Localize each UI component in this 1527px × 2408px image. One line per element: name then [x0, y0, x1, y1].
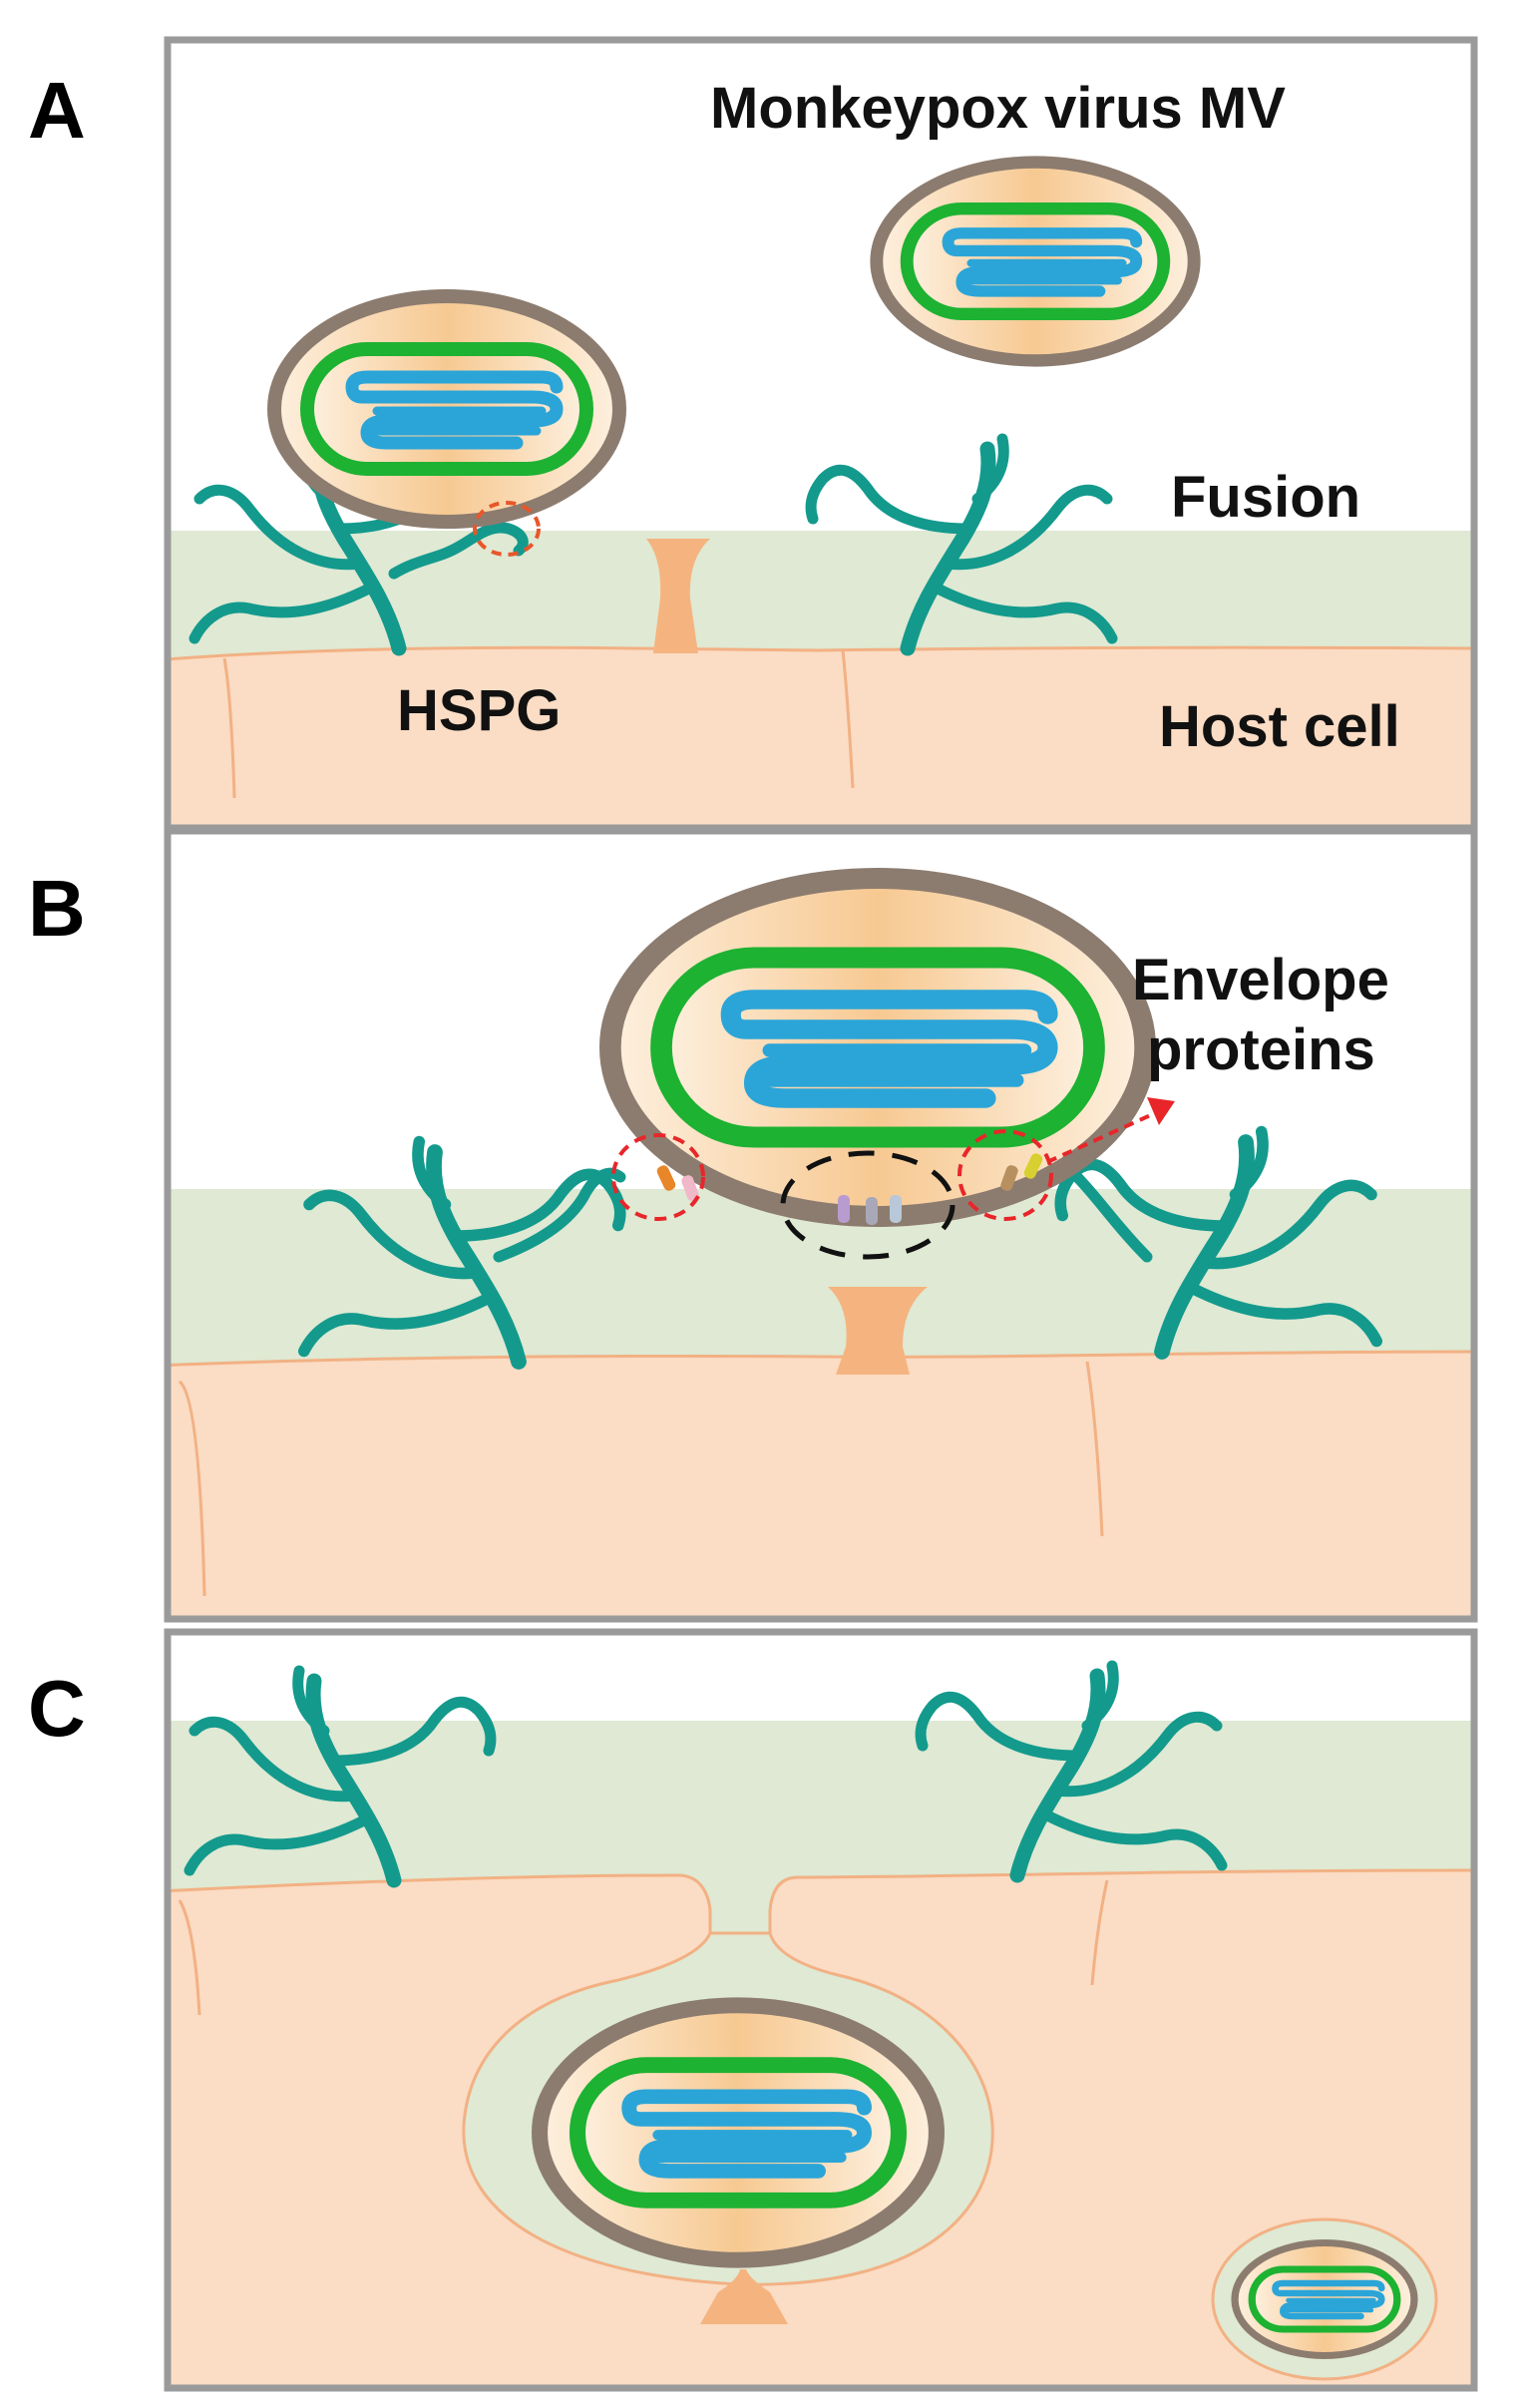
label-fusion: Fusion [1171, 465, 1360, 530]
label-proteins: proteins [1147, 1017, 1375, 1082]
label-hspg: HSPG [397, 678, 561, 743]
panel-a-letter: A [28, 66, 86, 155]
panel-b-letter: B [28, 864, 86, 953]
title-monkeypox-mv: Monkeypox virus MV [710, 76, 1286, 141]
receptor-c [700, 2269, 788, 2324]
envelope-protein-highlight-right [957, 1129, 1053, 1221]
fusion-complex-highlight [780, 1150, 955, 1260]
envelope-arrow [1046, 1110, 1158, 1164]
receptor-b [828, 1287, 928, 1375]
host-cell-b [168, 1350, 1474, 1619]
virion-c-endosome [540, 2005, 937, 2259]
label-host-cell: Host cell [1159, 694, 1400, 759]
receptor-a [646, 539, 710, 653]
panel-a: A Monkeypox virus MV Fusion HSPG Host ce… [28, 36, 1478, 832]
panel-b: B En [28, 827, 1478, 1623]
label-envelope: Envelope [1132, 948, 1389, 1012]
virion-a-right [877, 163, 1194, 361]
binding-highlight-a [473, 501, 541, 557]
host-cell-a [168, 645, 1474, 828]
virion-a-left [274, 296, 619, 522]
virion-c-small [1235, 2243, 1414, 2356]
virion-b [610, 879, 1145, 1217]
envelope-protein-highlight-left [611, 1133, 705, 1221]
panel-c-letter: C [28, 1664, 86, 1753]
panel-c: C [28, 1628, 1478, 2392]
